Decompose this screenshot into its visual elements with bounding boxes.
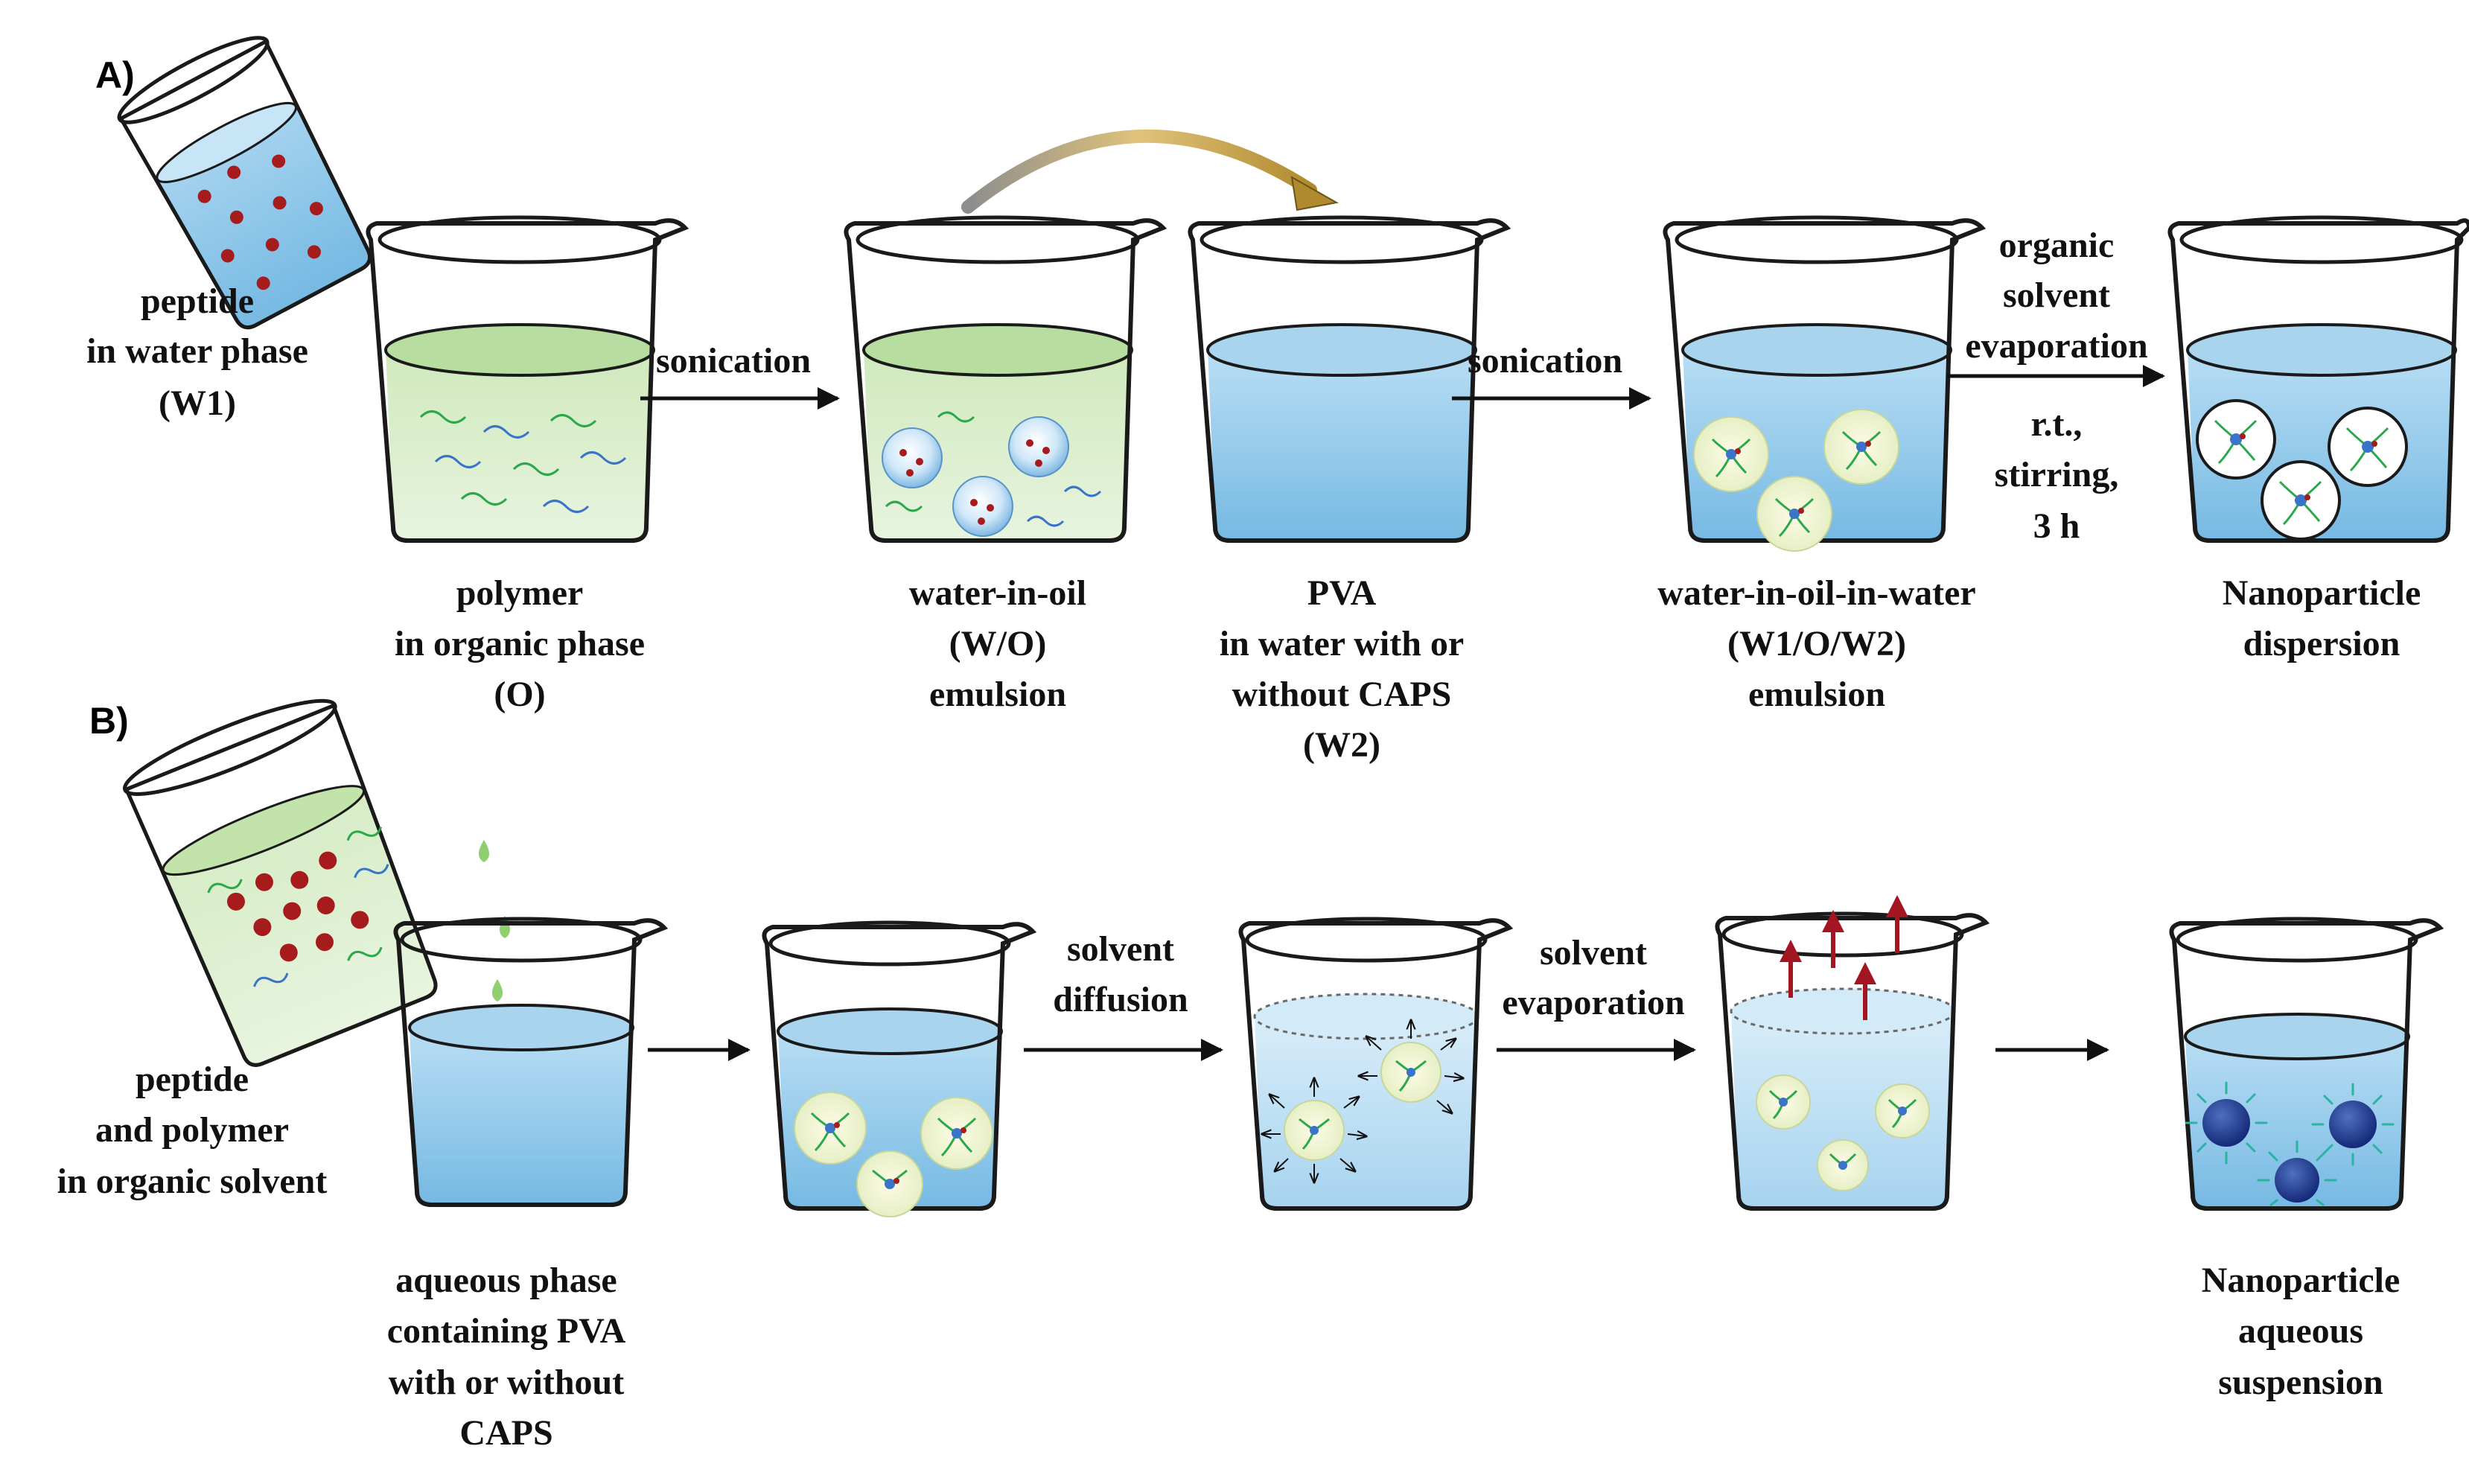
panel-b-label: B) bbox=[89, 700, 129, 742]
arrow-sonication-1: sonication bbox=[640, 341, 840, 410]
w1ow2-emulsion-caption: water-in-oil-in-water (W1/O/W2) emulsion bbox=[1657, 573, 1975, 714]
wo-emulsion-caption: water-in-oil (W/O) emulsion bbox=[909, 573, 1086, 714]
wo-emulsion-beaker bbox=[844, 215, 1167, 543]
svg-text:aqueous: aqueous bbox=[2238, 1311, 2363, 1351]
polymer-organic-beaker bbox=[366, 215, 689, 543]
svg-text:solvent: solvent bbox=[1540, 933, 1647, 972]
arrow-organic-evaporation: organic solvent evaporation r.t., stirri… bbox=[1947, 226, 2165, 546]
svg-text:(W2): (W2) bbox=[1303, 725, 1380, 765]
svg-text:sonication: sonication bbox=[656, 341, 811, 380]
svg-text:water-in-oil: water-in-oil bbox=[909, 573, 1086, 613]
peptide-polymer-beaker bbox=[123, 698, 438, 1067]
svg-text:diffusion: diffusion bbox=[1053, 980, 1188, 1019]
svg-text:containing PVA: containing PVA bbox=[387, 1311, 626, 1351]
svg-text:stirring,: stirring, bbox=[1995, 455, 2119, 494]
svg-text:(W/O): (W/O) bbox=[949, 624, 1047, 663]
solvent-evaporation-beaker bbox=[1715, 895, 1990, 1211]
arrow-sonication-2: sonication bbox=[1452, 341, 1651, 410]
pva-w2-beaker bbox=[1188, 215, 1511, 543]
svg-text:PVA: PVA bbox=[1307, 573, 1377, 613]
svg-text:emulsion: emulsion bbox=[1748, 675, 1885, 714]
svg-text:evaporation: evaporation bbox=[1502, 983, 1684, 1022]
mixed-emulsion-beaker bbox=[762, 920, 1037, 1217]
svg-text:suspension: suspension bbox=[2218, 1363, 2383, 1402]
svg-text:organic: organic bbox=[1999, 226, 2115, 265]
svg-text:in organic solvent: in organic solvent bbox=[57, 1162, 328, 1201]
svg-text:with or without: with or without bbox=[389, 1363, 624, 1402]
arrow-solvent-diffusion: solvent diffusion bbox=[1024, 929, 1223, 1061]
nanoparticle-suspension-caption: Nanoparticle aqueous suspension bbox=[2202, 1261, 2400, 1402]
svg-text:solvent: solvent bbox=[1067, 929, 1174, 969]
svg-text:peptide: peptide bbox=[136, 1060, 249, 1099]
svg-text:Nanoparticle: Nanoparticle bbox=[2223, 573, 2421, 613]
nanoparticle-dispersion-beaker bbox=[2167, 215, 2469, 543]
panel-a-label: A) bbox=[95, 54, 135, 96]
nanoparticle-suspension-beaker bbox=[2169, 917, 2444, 1211]
svg-text:polymer: polymer bbox=[456, 573, 584, 613]
polymer-organic-caption: polymer in organic phase (O) bbox=[395, 573, 645, 714]
svg-text:Nanoparticle: Nanoparticle bbox=[2202, 1261, 2400, 1300]
svg-text:CAPS: CAPS bbox=[459, 1413, 552, 1453]
peptide-w1-beaker bbox=[117, 36, 372, 330]
svg-text:and polymer: and polymer bbox=[95, 1110, 289, 1150]
svg-text:evaporation: evaporation bbox=[1965, 326, 2147, 366]
svg-text:(W1): (W1) bbox=[159, 383, 236, 423]
svg-text:sonication: sonication bbox=[1468, 341, 1622, 380]
svg-text:water-in-oil-in-water: water-in-oil-in-water bbox=[1657, 573, 1975, 613]
svg-text:solvent: solvent bbox=[2003, 276, 2110, 315]
svg-text:peptide: peptide bbox=[141, 281, 254, 321]
svg-text:dispersion: dispersion bbox=[2243, 624, 2400, 663]
svg-text:3 h: 3 h bbox=[2033, 506, 2080, 546]
aqueous-phase-beaker bbox=[393, 917, 669, 1207]
svg-text:without CAPS: without CAPS bbox=[1232, 675, 1452, 714]
svg-text:in water phase: in water phase bbox=[86, 331, 308, 371]
svg-text:r.t.,: r.t., bbox=[2031, 404, 2083, 444]
w1ow2-emulsion-beaker bbox=[1663, 215, 1987, 552]
aqueous-phase-caption: aqueous phase containing PVA with or wit… bbox=[387, 1261, 626, 1453]
svg-text:(W1/O/W2): (W1/O/W2) bbox=[1727, 624, 1906, 663]
svg-text:emulsion: emulsion bbox=[929, 675, 1066, 714]
svg-text:in water with or: in water with or bbox=[1220, 624, 1464, 663]
svg-text:in organic phase: in organic phase bbox=[395, 624, 645, 663]
pva-w2-caption: PVA in water with or without CAPS (W2) bbox=[1220, 573, 1464, 765]
peptide-w1-caption: peptide in water phase (W1) bbox=[86, 281, 308, 423]
peptide-polymer-caption: peptide and polymer in organic solvent bbox=[57, 1060, 328, 1201]
transfer-arc-arrow bbox=[961, 129, 1339, 214]
arrow-solvent-evaporation: solvent evaporation bbox=[1497, 933, 1696, 1061]
nanoparticle-dispersion-caption: Nanoparticle dispersion bbox=[2223, 573, 2421, 663]
solvent-diffusion-beaker bbox=[1238, 917, 1514, 1211]
svg-text:aqueous phase: aqueous phase bbox=[395, 1261, 617, 1300]
svg-text:(O): (O) bbox=[494, 675, 545, 714]
